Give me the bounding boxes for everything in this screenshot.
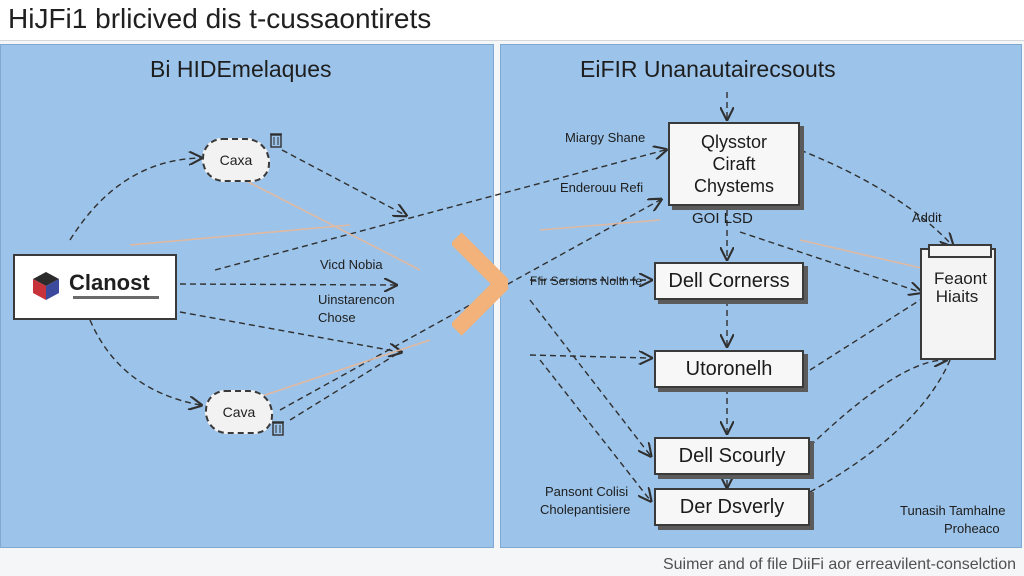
der-dsverly-label: Der Dsverly — [679, 495, 785, 518]
cloud-node-bottom[interactable]: Cava — [205, 390, 273, 434]
label-pansont: Pansont Colisi — [545, 484, 629, 499]
top-box-line2: Ciraft — [712, 154, 756, 174]
label-vicd-nobia: Vicd Nobia — [320, 257, 383, 272]
left-panel-heading: Bi HIDEmelaques — [150, 56, 332, 82]
label-chose: Chose — [318, 310, 356, 325]
footer-caption: Suimer and of file DiiFi aor erreavilent… — [662, 556, 1016, 573]
box-der-dsverly[interactable]: Der Dsverly — [654, 488, 810, 526]
right-panel-heading: EiFIR Unanautairecsouts — [580, 56, 836, 82]
label-cholep: Cholepantisiere — [540, 502, 631, 517]
title-bar: HiJFi1 brlicived dis t‑cussaontirets — [0, 0, 1024, 41]
system-box-top[interactable]: Qlysstor Ciraft Chystems — [668, 122, 800, 206]
clanost-label: Clanost — [69, 270, 150, 295]
trash-icon[interactable] — [272, 420, 284, 436]
cloud-top-label: Caxa — [219, 152, 253, 168]
clanost-subtitle-bar — [73, 296, 159, 299]
dell-scourly-label: Dell Scourly — [678, 444, 786, 467]
label-gol-lsd: GOI LSD — [692, 210, 753, 227]
side-box-label: Feaont Hiaits — [934, 269, 987, 306]
box-dell-scourly[interactable]: Dell Scourly — [654, 437, 810, 475]
box-dell-corners[interactable]: Dell Cornerss — [654, 262, 804, 300]
cloud-node-top[interactable]: Caxa — [202, 138, 270, 182]
clanost-node[interactable]: Clanost — [13, 254, 177, 320]
utoronelh-label: Utoronelh — [685, 357, 773, 380]
label-understand: Uinstarencon — [318, 292, 395, 307]
top-box-line3: Chystems — [693, 176, 774, 196]
side-panel-box[interactable]: Feaont Hiaits — [920, 244, 996, 360]
label-ffir: Ffir Sersions Nolth fe — [530, 274, 643, 288]
label-addit: Addit — [912, 210, 942, 225]
cloud-bottom-label: Cava — [222, 404, 256, 420]
cube-logo-icon — [33, 272, 59, 300]
label-miargy: Miargy Shane — [565, 130, 646, 145]
side-box-tab — [928, 244, 992, 258]
label-enderoun: Enderouu Refi — [560, 180, 644, 195]
label-tunasih: Tunasih Tamhalne — [900, 503, 1006, 518]
page-title: HiJFi1 brlicived dis t‑cussaontirets — [8, 3, 432, 34]
box-utoronelh[interactable]: Utoronelh — [654, 350, 804, 388]
forward-chevron-icon — [452, 232, 508, 336]
label-proheaco: Proheaco — [944, 521, 1000, 536]
trash-icon[interactable] — [270, 132, 282, 148]
dell-corners-label: Dell Cornerss — [668, 269, 790, 292]
top-box-line1: Qlysstor — [700, 132, 767, 152]
